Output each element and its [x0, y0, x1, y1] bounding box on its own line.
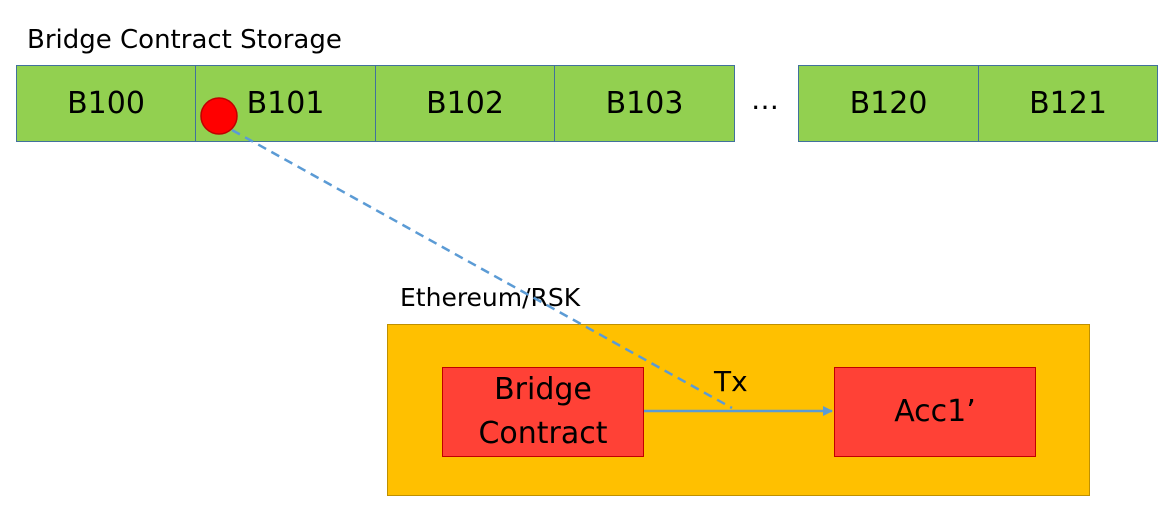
bridge-contract-label-line1: Bridge: [494, 372, 592, 407]
block-b121: B121: [978, 65, 1158, 142]
bridge-contract-box: Bridge Contract: [442, 367, 644, 457]
blocks-ellipsis: …: [751, 83, 779, 116]
storage-title: Bridge Contract Storage: [27, 25, 342, 55]
block-b101: B101: [195, 65, 376, 142]
bridge-contract-label-line2: Contract: [478, 416, 608, 451]
block-b120: B120: [798, 65, 979, 142]
block-b100: B100: [16, 65, 196, 142]
block-b103: B103: [554, 65, 735, 142]
tx-label: Tx: [714, 365, 748, 398]
block-b102: B102: [375, 65, 555, 142]
account-box: Acc1’: [834, 367, 1036, 457]
chain-title: Ethereum/RSK: [400, 283, 581, 312]
